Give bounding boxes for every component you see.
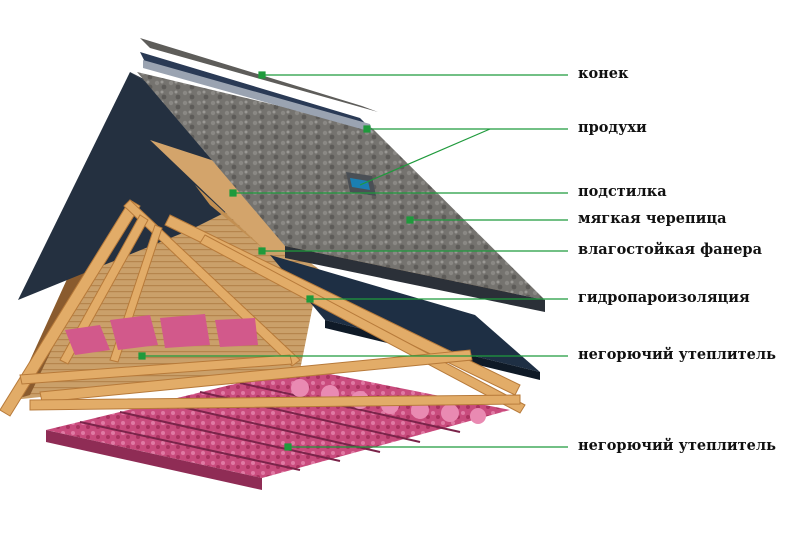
label-membrane: гидропароизоляция xyxy=(578,289,750,306)
label-vents: продухи xyxy=(578,119,647,136)
label-underlay: подстилка xyxy=(578,183,667,200)
label-insulation-rafters: негорючий утеплитель xyxy=(578,346,776,363)
rafter-insulation xyxy=(65,314,258,355)
label-insulation-floor: негорючий утеплитель xyxy=(578,437,776,454)
shingle-surface xyxy=(137,72,545,312)
roof-trusses xyxy=(0,199,526,417)
label-plywood: влагостойкая фанера xyxy=(578,241,762,258)
leader-lines xyxy=(138,71,568,451)
label-shingles: мягкая черепица xyxy=(578,210,727,227)
label-ridge: конек xyxy=(578,65,629,82)
